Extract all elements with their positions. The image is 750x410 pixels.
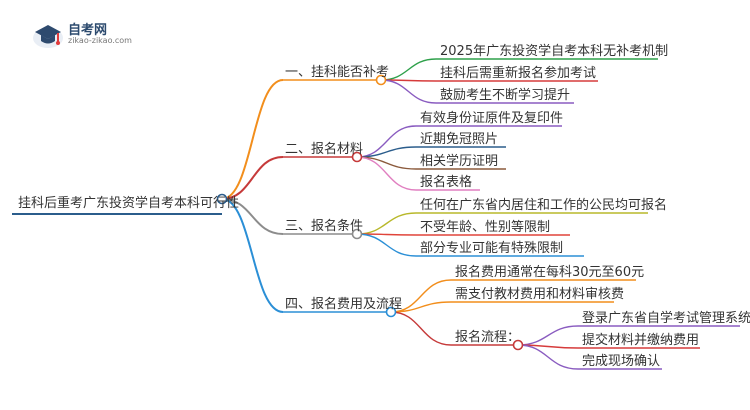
root-node-dot[interactable] (216, 193, 228, 205)
logo-url: zikao-zikao.com (68, 36, 132, 45)
leaf-3-1-label: 任何在广东省内居住和工作的公民均可报名 (420, 198, 668, 213)
connector-branch-4-leaf-3 (390, 311, 452, 346)
connector-branch-1-leaf-1 (380, 58, 437, 81)
branch-3-label: 三、报名条件 (285, 219, 364, 234)
branch-3-dot[interactable] (351, 228, 363, 240)
process-step-1-label: 登录广东省自学考试管理系统 (582, 311, 750, 326)
leaf-2-1-label: 有效身份证原件及复印件 (420, 111, 564, 126)
connector-root-branch-2 (221, 156, 284, 200)
leaf-4-3-label: 报名流程： (455, 330, 521, 345)
leaf-1-1-label: 2025年广东投资学自考本科无补考机制 (440, 44, 669, 59)
leaf-4-1-label: 报名费用通常在每科30元至60元 (455, 265, 645, 280)
process-step-3-label: 完成现场确认 (582, 354, 661, 369)
branch-1-label: 一、挂科能否补考 (285, 65, 390, 80)
site-logo[interactable]: 自考网 zikao-zikao.com (30, 18, 150, 50)
leaf-2-3-label: 相关学历证明 (420, 154, 499, 169)
leaf-3-2-label: 不受年龄、性别等限制 (420, 220, 551, 235)
connector-branch-3-leaf-3 (356, 233, 417, 257)
graduation-cap-icon (33, 25, 63, 48)
connector-root-branch-1 (221, 79, 284, 200)
branch-4-dot[interactable] (385, 306, 397, 318)
leaf-2-4-label: 报名表格 (420, 175, 473, 190)
leaf-3-3-label: 部分专业可能有特殊限制 (420, 241, 564, 256)
branch-2-dot[interactable] (351, 151, 363, 163)
branch-4-label: 四、报名费用及流程 (285, 297, 403, 312)
leaf-4-2-label: 需支付教材费用和材料审核费 (455, 287, 625, 302)
leaf-2-2-label: 近期免冠照片 (420, 132, 499, 147)
logo-title: 自考网 (68, 23, 108, 38)
branch-2-label: 二、报名材料 (285, 142, 364, 157)
connector-root-branch-3 (221, 198, 284, 235)
connector-process-step-1 (517, 325, 579, 346)
connector-root-branch-4 (221, 198, 284, 313)
process-node-dot[interactable] (512, 339, 524, 351)
connector-branch-3-leaf-1 (356, 212, 417, 235)
branch-1-dot[interactable] (375, 74, 387, 86)
connector-branch-2-leaf-4 (356, 156, 417, 191)
root-node-label: 挂科后重考广东投资学自考本科可行性 (18, 196, 240, 211)
connector-process-step-3 (517, 344, 579, 370)
connector-branch-1-leaf-3 (380, 79, 437, 104)
leaf-1-3-label: 鼓励考生不断学习提升 (440, 88, 571, 103)
leaf-1-2-label: 挂科后需重新报名参加考试 (440, 66, 597, 81)
connector-branch-4-leaf-2 (390, 301, 452, 313)
process-step-2-label: 提交材料并缴纳费用 (582, 333, 700, 348)
